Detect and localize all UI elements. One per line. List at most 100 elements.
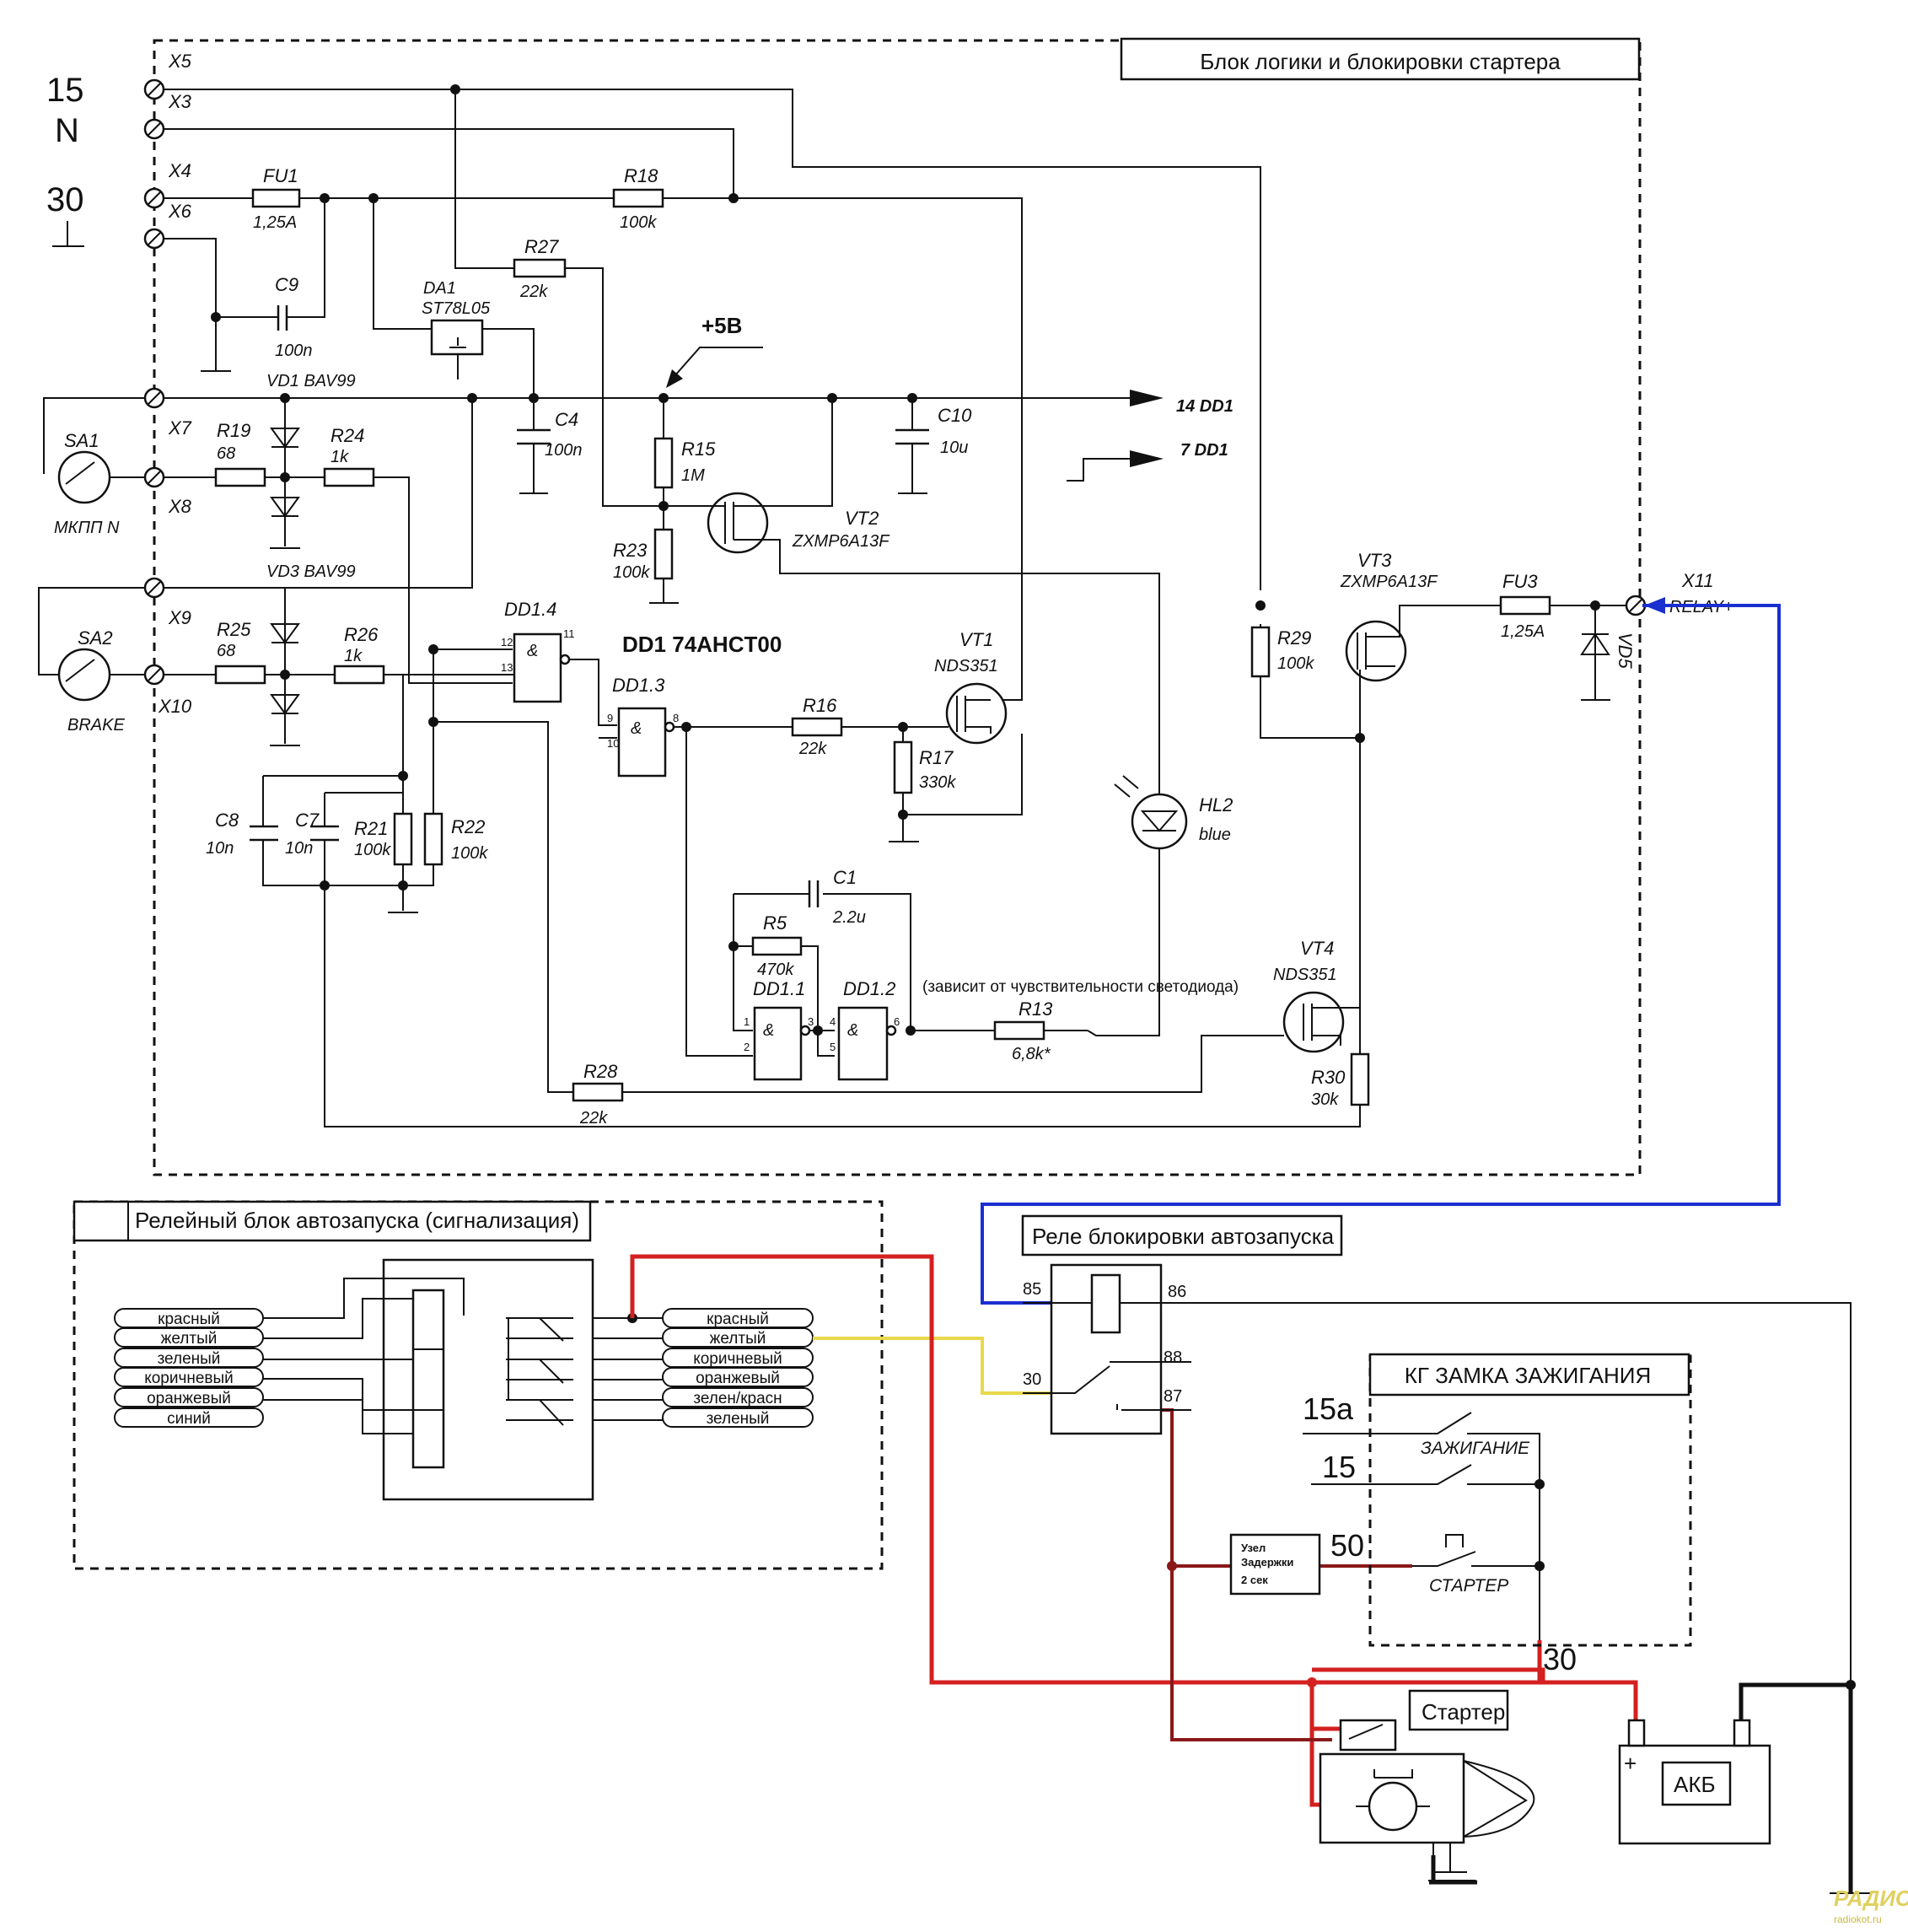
right-wire-6: зеленый: [707, 1410, 770, 1428]
and-symbol-dd13: &: [631, 719, 642, 738]
pin-10: 10: [607, 737, 619, 750]
resistor-r25: R25 68: [164, 619, 514, 685]
pin-87: 87: [1164, 1387, 1182, 1406]
relay-block-right-wires: красный желтый коричневый оранжевый зеле…: [662, 1308, 814, 1428]
ignition-title-box: [1368, 1353, 1690, 1397]
label-r18: R18: [624, 165, 658, 186]
junction-dots: [211, 84, 1600, 1036]
lock-relay-title: Реле блокировки автозапуска: [1032, 1224, 1335, 1249]
value-r13: 6,8k*: [1012, 1045, 1051, 1063]
label-ignition: ЗАЖИГАНИЕ: [1421, 1439, 1530, 1458]
label-dd11: DD1.1: [753, 978, 805, 999]
resistor-r30: R30 30k: [1311, 1052, 1370, 1127]
terminal-x3: [143, 78, 165, 100]
label-dd13: DD1.3: [612, 675, 665, 696]
logic-block-title: Блок логики и блокировки стартера: [1200, 49, 1561, 74]
battery: АКБ +: [1618, 1719, 1771, 1845]
pin-1: 1: [744, 1015, 750, 1028]
label-r22: R22: [451, 816, 485, 837]
terminal-x7: [143, 387, 165, 409]
pin-5: 5: [830, 1041, 836, 1053]
terminals: X5 X3 X4 X6 X7 X8 X9 X10 X11 RELAY+: [143, 51, 1733, 717]
pin-85: 85: [1023, 1280, 1041, 1299]
label-sa2: SA2: [78, 627, 113, 648]
plus5v-marker: +5B: [666, 313, 763, 388]
label-c9: C9: [275, 274, 298, 295]
value-r28: 22k: [579, 1109, 608, 1127]
label-x5: X5: [168, 51, 192, 72]
pin-86: 86: [1168, 1283, 1186, 1301]
name-sa1: МКПП N: [54, 519, 120, 537]
left-terminal-labels: 15 N 30: [46, 72, 84, 247]
label-da1: DA1: [423, 279, 456, 298]
label-x4: X4: [168, 160, 191, 181]
ground-symbol-left: [52, 221, 84, 247]
label-c1: C1: [833, 867, 857, 888]
label-15a: 15a: [1303, 1391, 1354, 1426]
label-vd5: VD5: [1615, 632, 1636, 670]
pin-30: 30: [1023, 1370, 1041, 1389]
label-50: 50: [1330, 1528, 1364, 1563]
rc-network: C8 10n C7 10n: [206, 775, 1361, 1127]
lock-relay: Реле блокировки автозапуска 85 86 30 88 …: [1021, 1214, 1343, 1435]
terminal-x11: [1625, 595, 1647, 616]
watermark: РАДИОКОТ radiokot.ru: [1834, 1886, 1908, 1925]
label-c10: C10: [938, 405, 972, 426]
terminal-x6b: [143, 228, 165, 250]
capacitor-c1: C1 2.2u: [832, 867, 866, 927]
value-c10: 10u: [940, 439, 968, 457]
value-r19: 68: [217, 444, 235, 463]
label-r21: R21: [354, 818, 388, 839]
gate-dd12: & 4 5 6 DD1.2: [830, 978, 900, 1081]
value-vt3: ZXMP6A13F: [1340, 573, 1438, 591]
logic-block-title-box: [1120, 37, 1641, 81]
black-ground-wire: [1739, 1682, 1853, 1893]
value-r21: 100k: [354, 841, 391, 859]
pin-3: 3: [808, 1015, 814, 1028]
label-vd1: VD1 BAV99: [266, 372, 356, 390]
label-x6: X6: [168, 201, 192, 222]
pin-4: 4: [830, 1015, 836, 1028]
label-n: N: [55, 112, 79, 149]
resistor-r21: R21 100k: [354, 812, 413, 866]
delay-line-3: 2 сек: [1241, 1574, 1268, 1586]
label-15: 15: [46, 72, 84, 109]
left-wire-3: зеленый: [158, 1350, 221, 1368]
terminal-x9: [143, 577, 165, 599]
capacitor-c10: C10 10u: [895, 398, 972, 494]
label-30: 30: [46, 181, 84, 218]
resistor-r26: R26 1k: [333, 624, 385, 685]
resistor-r19: R19 68: [164, 420, 513, 684]
label-dd12: DD1.2: [843, 978, 895, 999]
right-wire-3: коричневый: [693, 1350, 782, 1368]
value-c4: 100n: [545, 441, 583, 460]
label-x8: X8: [168, 496, 192, 517]
label-r23: R23: [613, 540, 648, 561]
label-fu1: FU1: [263, 165, 298, 186]
left-wire-5: оранжевый: [147, 1390, 231, 1407]
label-r26: R26: [344, 624, 379, 645]
regulator-da1: DA1 ST78L05: [422, 279, 491, 356]
watermark-logo: РАДИОКОТ: [1834, 1886, 1908, 1911]
resistor-r29: R29 100k: [1250, 626, 1314, 738]
value-r27: 22k: [519, 283, 548, 301]
capacitor-c4: C4 100n: [517, 398, 583, 494]
label-vt4: VT4: [1300, 938, 1334, 959]
top-wiring: [164, 89, 1261, 701]
pin-2: 2: [744, 1041, 750, 1053]
resistor-r24: R24 1k: [323, 425, 375, 487]
relay-block: Релейный блок автозапуска (сигнализация): [73, 1200, 884, 1570]
mosfet-vt4: VT4 NDS351: [1273, 742, 1368, 1055]
logic-block-border: [153, 39, 1642, 1176]
label-x9: X9: [168, 607, 191, 628]
and-symbol-dd14: &: [527, 642, 538, 660]
label-vt2: VT2: [845, 508, 879, 529]
starter-title: Стартер: [1422, 1699, 1505, 1725]
note-led-sensitivity: (зависит от чувствительности светодиода): [922, 978, 1239, 996]
fuse-fu3: FU3 1,25A: [1499, 571, 1626, 701]
fuse-fu1: FU1 1,25A: [251, 165, 301, 232]
value-r25: 68: [217, 642, 235, 660]
pin-13: 13: [501, 661, 513, 674]
right-wire-1: красный: [707, 1310, 769, 1328]
